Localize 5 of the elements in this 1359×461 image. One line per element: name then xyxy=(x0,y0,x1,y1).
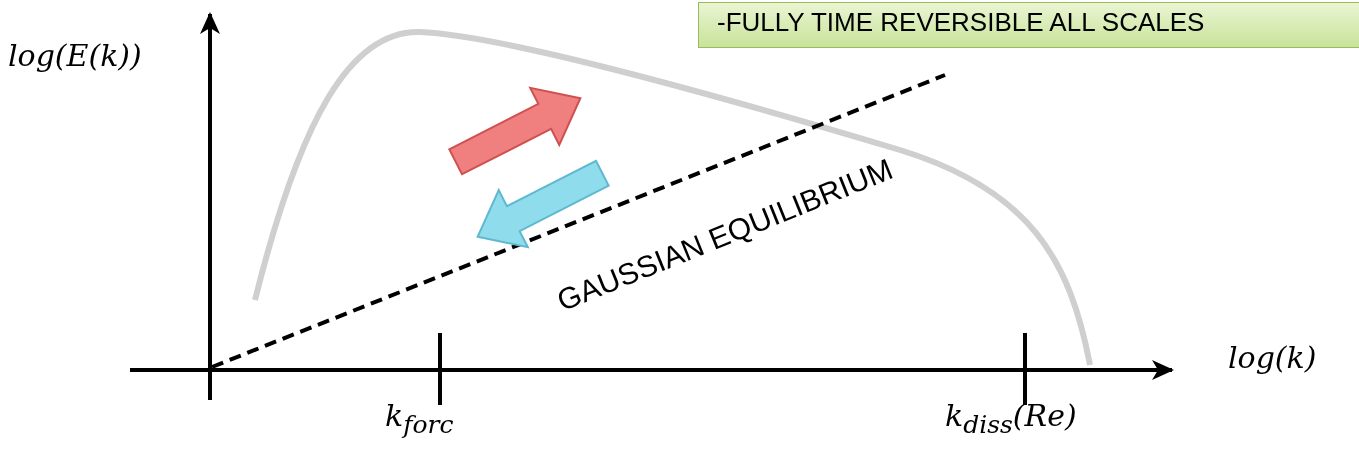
tick-label: k$_{diss}$(Re) xyxy=(945,398,1077,439)
note-box: -FULLY TIME REVERSIBLE ALL SCALES xyxy=(698,2,1359,48)
tick-label: k$_{forc}$ xyxy=(385,398,454,439)
axis-label: log(k) xyxy=(1228,340,1317,375)
axis-label: log(E(k)) xyxy=(8,38,142,73)
